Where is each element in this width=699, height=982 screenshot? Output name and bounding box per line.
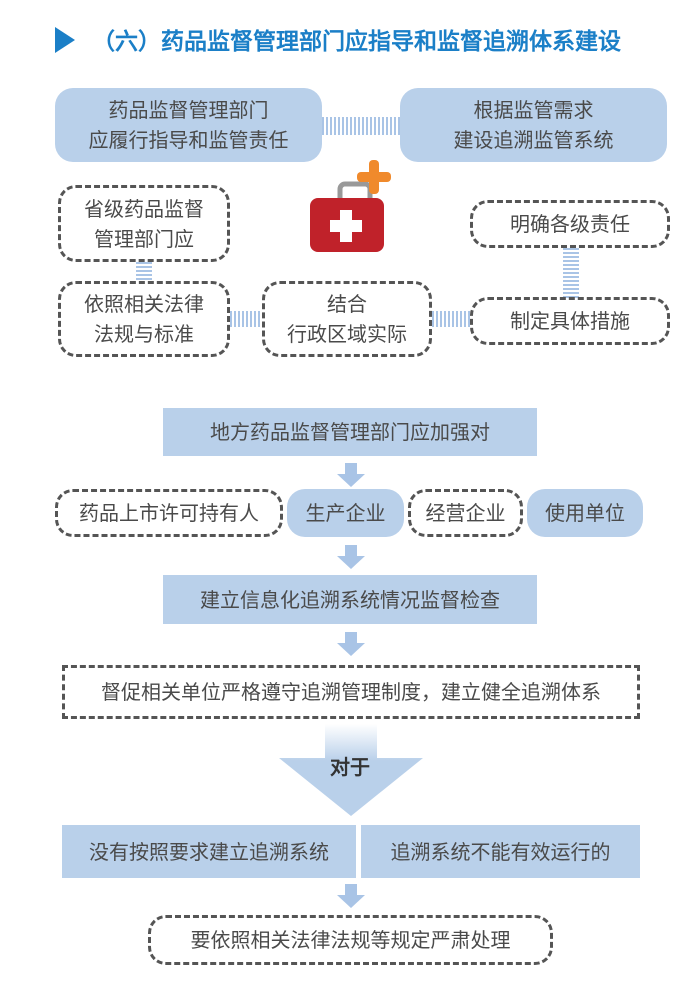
urge-box: 督促相关单位严格遵守追溯管理制度，建立健全追溯体系 xyxy=(62,665,640,719)
medical-kit-icon xyxy=(310,160,391,252)
connector xyxy=(322,117,400,135)
arrow-down-icon xyxy=(337,545,365,569)
box-text: 依照相关法律 xyxy=(84,292,204,316)
big-arrow-down-icon xyxy=(279,724,423,816)
box-text: 省级药品监督 xyxy=(84,196,204,221)
box-text: 法规与标准 xyxy=(94,322,194,346)
title-triangle-icon xyxy=(55,27,75,53)
box-text: 结合 xyxy=(327,292,367,316)
box-text: 行政区域实际 xyxy=(287,322,407,346)
connector xyxy=(230,311,262,327)
inspection-box: 建立信息化追溯系统情况监督检查 xyxy=(163,575,537,624)
connector xyxy=(432,311,470,327)
province-box: 省级药品监督 管理部门应 xyxy=(58,185,230,262)
box-text: 管理部门应 xyxy=(94,226,194,251)
connector xyxy=(563,248,579,298)
region-box: 结合 行政区域实际 xyxy=(262,281,432,357)
law-box: 依照相关法律 法规与标准 xyxy=(58,281,230,357)
result-box: 要依照相关法律法规等规定严肃处理 xyxy=(148,915,553,965)
measures-box: 制定具体措施 xyxy=(470,297,670,345)
case-not-running: 追溯系统不能有效运行的 xyxy=(361,825,640,878)
arrow-down-icon xyxy=(337,463,365,487)
entity-distributor: 经营企业 xyxy=(408,489,523,537)
box-text: 应履行指导和监管责任 xyxy=(88,128,289,152)
box-text: 根据监管需求 xyxy=(473,98,594,122)
box-text: 药品监督管理部门 xyxy=(108,98,269,122)
arrow-down-icon xyxy=(337,632,365,656)
case-no-system: 没有按照要求建立追溯系统 xyxy=(62,825,356,878)
top-box-right: 根据监管需求 建设追溯监管系统 xyxy=(400,88,667,162)
entity-producer: 生产企业 xyxy=(287,489,404,537)
entity-mah: 药品上市许可持有人 xyxy=(55,489,283,537)
responsibility-box: 明确各级责任 xyxy=(470,200,670,248)
page-title: （六）药品监督管理部门应指导和监督追溯体系建设 xyxy=(92,29,621,55)
arrow-down-icon xyxy=(337,884,365,908)
connector xyxy=(136,262,152,282)
entity-user: 使用单位 xyxy=(527,489,643,537)
for-label: 对于 xyxy=(330,755,370,779)
strengthen-box: 地方药品监督管理部门应加强对 xyxy=(163,408,537,456)
top-box-left: 药品监督管理部门 应履行指导和监管责任 xyxy=(55,88,322,162)
box-text: 建设追溯监管系统 xyxy=(453,128,614,152)
